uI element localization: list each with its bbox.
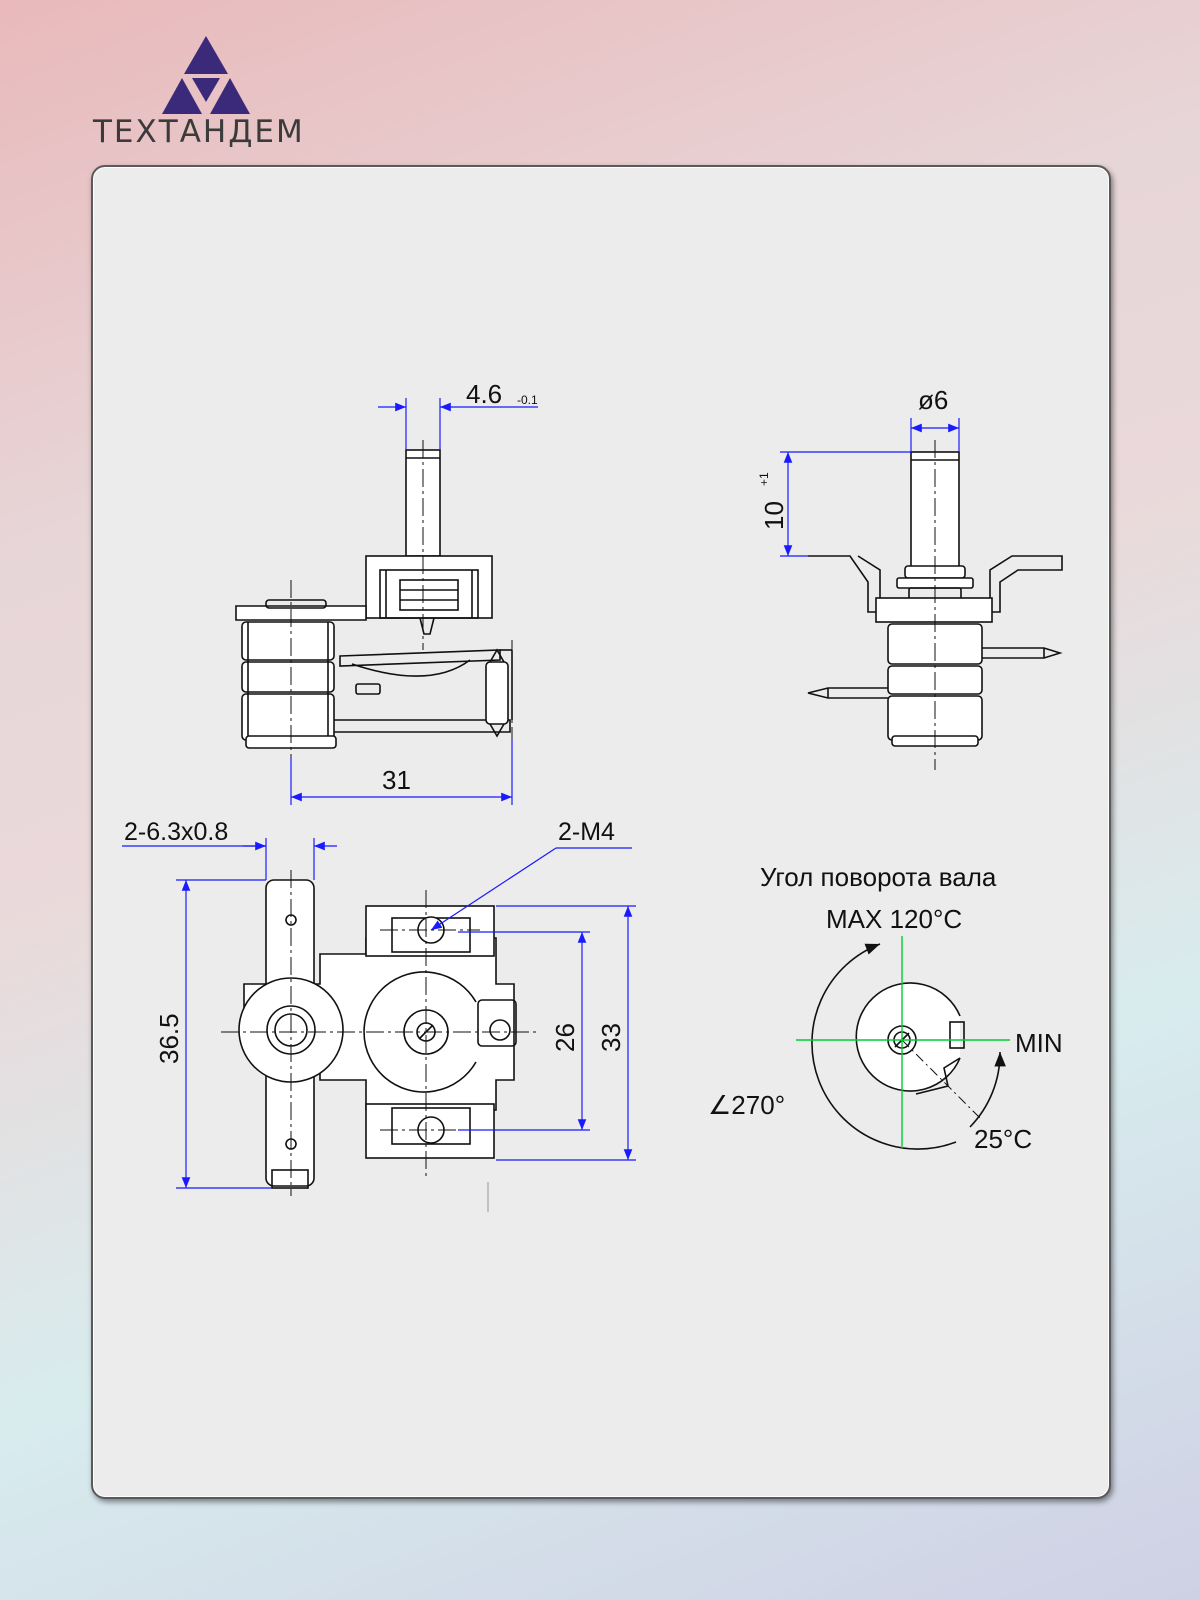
brand-logo: ТЕХТАНДЕМ [88,34,328,164]
terminal-size-label: 2-6.3x0.8 [124,818,228,846]
min-temp-label: 25°C [974,1124,1032,1154]
rotation-centerlines [796,936,1010,1148]
total-height-label: 36.5 [154,1013,184,1064]
front-view [235,449,513,749]
rotation-title: Угол поворота вала [760,862,997,892]
rotation-diagram [811,943,1006,1150]
brand-name: ТЕХТАНДЕМ [93,114,305,150]
side-shaft-height-tolerance-label: +1 [757,472,771,486]
hole-spacing-label: 26 [550,1023,580,1052]
side-shaft-diameter-label: ø6 [918,385,948,415]
top-shaft-tolerance-label: -0.1 [517,393,538,407]
top-shaft-width-label: 4.6 [466,379,502,409]
max-label: MAX 120°C [826,904,962,934]
drawing-panel [91,165,1111,1499]
top-view [238,879,517,1189]
base-length-label: 31 [382,765,411,795]
angle-label: ∠270° [708,1090,785,1120]
min-label: MIN [1015,1028,1063,1058]
mount-thread-label: 2-M4 [558,818,615,846]
side-shaft-height-label: 10 [759,501,789,530]
triangle-logo-icon [162,36,250,114]
bracket-height-label: 33 [596,1023,626,1052]
